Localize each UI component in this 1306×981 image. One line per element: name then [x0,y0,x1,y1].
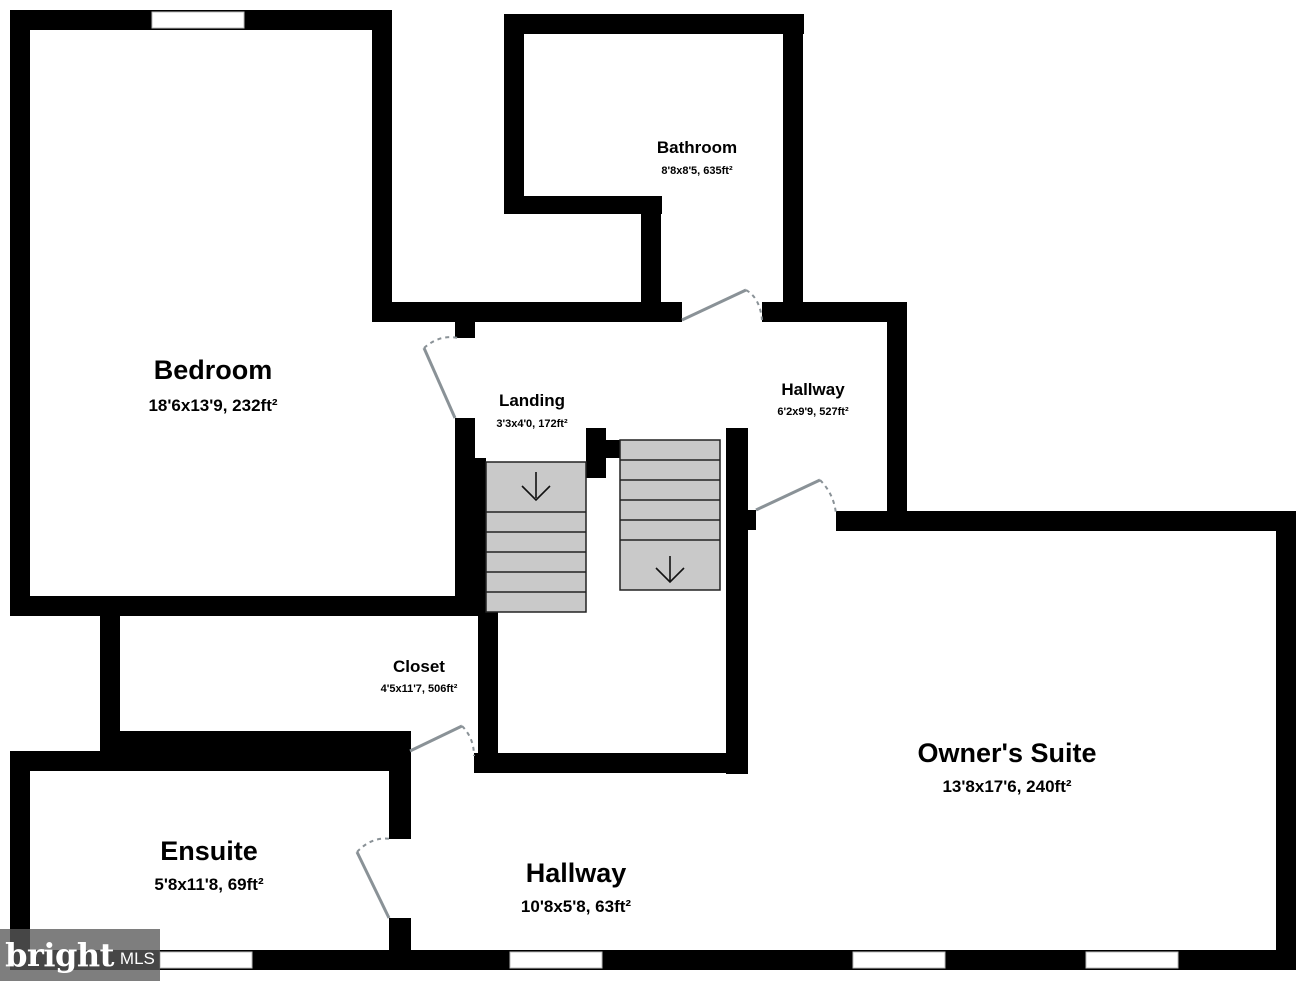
wall-bathroom-step-h [504,196,662,214]
door-closet [409,724,463,753]
wall-ensuite-right-lower [389,918,411,970]
wall-hallway-right [887,302,907,530]
room-name-owners-suite: Owner's Suite [918,738,1097,768]
wall-stair-right [726,428,748,774]
wall-ensuite-left [10,751,30,969]
door-suite [755,478,821,512]
logo-mls-text: MLS [119,948,155,968]
arrow-down-icon [655,556,685,584]
room-size-bedroom: 18'6x13'9, 232ft² [148,396,277,415]
room-name-landing: Landing [499,391,565,410]
room-size-owners-suite: 13'8x17'6, 240ft² [942,777,1071,796]
room-size-ensuite: 5'8x11'8, 69ft² [154,875,264,894]
room-name-bedroom: Bedroom [154,355,273,385]
stairs-down-left [485,461,587,613]
stairs-down-right [619,439,721,591]
window-hallway [509,951,603,969]
door-suite-swing [819,479,837,515]
room-size-closet: 4'5x11'7, 506ft² [381,683,458,695]
door-closet-swing [461,725,475,757]
wall-closet-lower-bottom [474,753,748,773]
window-suite-2 [1085,951,1179,969]
door-bedroom [422,347,457,419]
wall-bedroom-right-post-top [455,320,475,338]
room-label-bathroom: Bathroom 8'8x8'5, 635ft² [657,138,737,177]
room-name-hallway-lower: Hallway [526,858,627,888]
window-ensuite [159,951,253,969]
wall-stair-mid [600,440,620,458]
wall-stair-left-inner [470,458,486,604]
door-ensuite-swing [356,837,392,853]
logo-brand-text: bright [5,936,114,974]
door-bathroom-swing [745,289,763,321]
door-bathroom [681,288,747,322]
room-label-hallway-lower: Hallway 10'8x5'8, 63ft² [521,858,631,916]
room-name-hallway-upper: Hallway [781,380,845,399]
door-ensuite [355,851,391,919]
room-size-hallway-upper: 6'2x9'9, 527ft² [777,406,849,418]
wall-landing-top-right [762,302,906,322]
room-name-bathroom: Bathroom [657,138,737,157]
room-label-bedroom: Bedroom 18'6x13'9, 232ft² [148,355,277,415]
window-suite-1 [852,951,946,969]
doors [355,288,837,919]
wall-bathroom-right [783,14,803,304]
wall-bathroom-left [504,14,524,214]
walls [10,10,1296,970]
wall-closet-right [478,604,498,772]
window-bedroom [151,11,245,29]
room-label-owners-suite: Owner's Suite 13'8x17'6, 240ft² [918,738,1097,796]
door-bedroom-swing [423,336,459,349]
arrow-down-icon [521,472,551,502]
room-size-landing: 3'3x4'0, 172ft² [496,418,568,430]
wall-closet-left [100,614,120,750]
wall-ensuite-top [10,751,410,771]
room-label-closet: Closet 4'5x11'7, 506ft² [381,657,458,695]
room-name-closet: Closet [393,657,445,676]
bright-mls-logo: bright MLS [0,929,160,981]
room-name-ensuite: Ensuite [160,836,258,866]
wall-suite-top [836,511,1296,531]
wall-bedroom-bottom [10,596,492,616]
room-label-hallway-upper: Hallway 6'2x9'9, 527ft² [777,380,849,418]
room-label-landing: Landing 3'3x4'0, 172ft² [496,391,568,430]
wall-bathroom-top [504,14,804,34]
wall-suite-right [1276,511,1296,969]
room-label-ensuite: Ensuite 5'8x11'8, 69ft² [154,836,264,894]
wall-stair-stub [730,510,756,530]
wall-bedroom-right-upper [372,10,392,322]
wall-bedroom-left [10,10,30,615]
wall-ensuite-right-upper [389,731,411,839]
room-size-hallway-lower: 10'8x5'8, 63ft² [521,897,631,916]
wall-bathroom-step-v [641,196,661,316]
wall-bottom [10,950,1296,970]
windows [151,11,1179,969]
room-size-bathroom: 8'8x8'5, 635ft² [661,165,733,177]
wall-closet-bottom [100,731,410,751]
wall-landing-top-left [372,302,682,322]
